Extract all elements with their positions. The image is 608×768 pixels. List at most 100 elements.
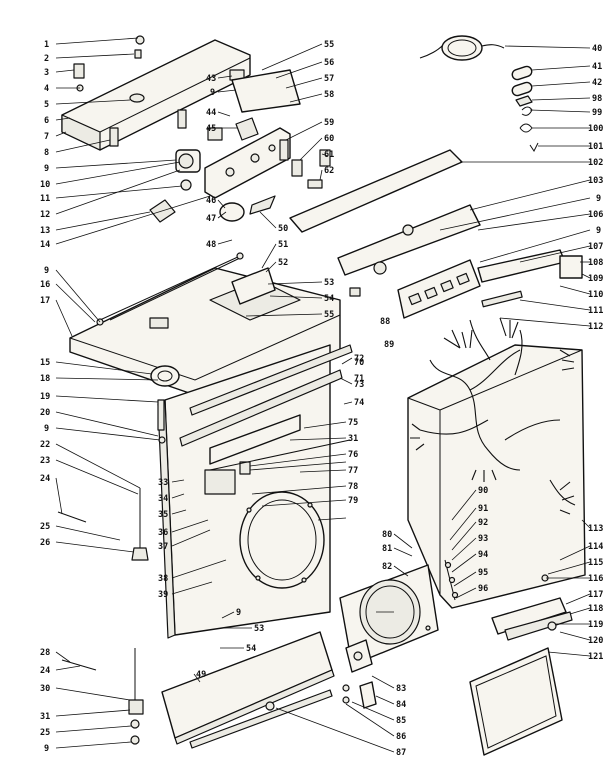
callout-49: 49 [196,670,206,680]
callout-40: 40 [592,44,602,54]
callout-18: 18 [40,374,50,384]
callout-11: 11 [40,194,50,204]
callout-78: 78 [348,482,358,492]
callout-87: 87 [396,748,406,758]
callout-85: 85 [396,716,406,726]
callout-100: 100 [588,124,603,134]
callout-17: 17 [40,296,50,306]
callout-52: 52 [278,258,288,268]
callout-73: 73 [354,380,364,390]
callout-1: 1 [44,40,49,50]
callout-98: 98 [592,94,602,104]
callout-9f: 9 [236,608,241,618]
hinge-rod [57,488,149,561]
callout-106: 106 [588,210,603,220]
callout-9h: 9 [596,226,601,236]
callout-55b: 55 [324,310,334,320]
callout-30: 30 [40,684,50,694]
callout-9c: 9 [44,424,49,434]
callout-103: 103 [588,176,603,186]
switch-block [229,69,331,189]
callout-117: 117 [588,590,603,600]
callout-12: 12 [40,210,50,220]
callout-71: 71 [354,374,364,384]
side-panel [407,344,586,609]
callout-26: 26 [40,538,50,548]
callout-50: 50 [278,224,288,234]
callout-89: 89 [384,340,394,350]
callout-93: 93 [478,534,488,544]
callout-31: 31 [40,712,50,722]
callout-90: 90 [478,486,488,496]
callout-56: 56 [324,58,334,68]
callout-25b: 25 [40,728,50,738]
callout-37: 37 [158,542,168,552]
callout-62: 62 [324,166,334,176]
callout-16: 16 [40,280,50,290]
callout-33: 33 [158,478,168,488]
callout-20: 20 [40,408,50,418]
callout-23: 23 [40,456,50,466]
trim-strip [179,344,353,447]
callout-81: 81 [382,544,392,554]
callout-94: 94 [478,550,488,560]
callout-112: 112 [588,322,603,332]
callout-8: 8 [44,148,49,158]
callout-4: 4 [44,84,49,94]
callout-118: 118 [588,604,603,614]
callout-9b: 9 [44,266,49,276]
callout-80: 80 [382,530,392,540]
callout-84: 84 [396,700,406,710]
callout-24: 24 [40,474,50,484]
callout-labels: 1 2 3 4 5 6 7 8 9 10 11 12 13 14 9 16 17… [40,40,603,758]
callout-102: 102 [588,158,603,168]
callout-113: 113 [588,524,603,534]
callout-77: 77 [348,466,358,476]
callout-83: 83 [396,684,406,694]
callout-25: 25 [40,522,50,532]
power-cord [419,35,505,61]
button-panel [397,259,481,319]
callout-120: 120 [588,636,603,646]
callout-61: 61 [324,150,334,160]
callout-109: 109 [588,274,603,284]
callout-9: 9 [44,164,49,174]
callout-9e: 9 [210,88,215,98]
callout-43: 43 [206,74,216,84]
kick-panel [161,631,335,749]
leader-lines [55,37,591,753]
callout-74: 74 [354,398,364,408]
control-bracket [204,127,291,222]
callout-96: 96 [478,584,488,594]
callout-70: 70 [354,358,364,368]
callout-58: 58 [324,90,334,100]
callout-54b: 54 [246,644,256,654]
callout-115: 115 [588,558,603,568]
callout-24b: 24 [40,666,50,676]
callout-5: 5 [44,100,49,110]
screw-set-right [444,559,459,601]
callout-82: 82 [382,562,392,572]
tension-rod [96,252,244,326]
timer-motor-cluster [149,109,223,223]
callout-22: 22 [40,440,50,450]
callout-91: 91 [478,504,488,514]
callout-108: 108 [588,258,603,268]
callout-13: 13 [40,226,50,236]
callout-38: 38 [158,574,168,584]
callout-10: 10 [40,180,50,190]
cabinet-front [157,344,351,639]
callout-28: 28 [40,648,50,658]
callout-55: 55 [324,40,334,50]
callout-36: 36 [158,528,168,538]
callout-41: 41 [592,62,602,72]
lower-rod-assembly [61,648,144,745]
callout-19: 19 [40,392,50,402]
callout-60: 60 [324,134,334,144]
callout-121: 121 [588,652,603,662]
callout-99: 99 [592,108,602,118]
callout-15: 15 [40,358,50,368]
hinge-parts-right [491,574,573,641]
callout-116: 116 [588,574,603,584]
